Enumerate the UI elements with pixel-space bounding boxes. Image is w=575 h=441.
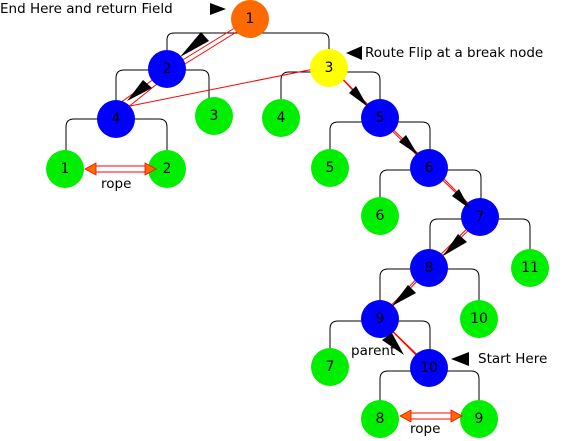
pointer-n8-n9-icon <box>392 285 416 306</box>
tree-node-n8: 8 <box>410 249 448 287</box>
tree-node-n7b: 7 <box>311 348 349 386</box>
node-label: 8 <box>425 260 434 276</box>
node-circle <box>195 97 233 135</box>
node-circle <box>311 348 349 386</box>
node-label: 2 <box>163 161 172 177</box>
node-circle <box>148 50 186 88</box>
pointer-n9-n10-icon <box>382 333 404 355</box>
pointer-n3-n5-icon <box>349 86 368 107</box>
node-circle <box>410 149 448 187</box>
node-label: 6 <box>376 208 385 224</box>
node-label: 6 <box>425 160 434 176</box>
node-label: 7 <box>476 209 485 225</box>
pointer-n1-n2-icon <box>180 32 209 57</box>
node-circle <box>461 198 499 236</box>
tree-node-n4b: 4 <box>262 99 300 137</box>
node-label: 2 <box>163 61 172 77</box>
route-line-to-4 <box>109 65 330 111</box>
tree-node-n5b: 5 <box>311 149 349 187</box>
tree-node-n9: 9 <box>361 300 399 338</box>
tree-node-n11: 11 <box>511 249 549 287</box>
node-label: 8 <box>376 411 385 427</box>
rope-label-bottom: rope <box>410 421 440 437</box>
route-line-ascend <box>329 65 483 368</box>
node-circle <box>460 300 498 338</box>
rope-arrow-bottom <box>399 409 463 423</box>
node-label: 5 <box>326 160 335 176</box>
tree-node-n6: 6 <box>410 149 448 187</box>
tree-node-n5: 5 <box>361 99 399 137</box>
route-line-return-b <box>121 22 252 113</box>
node-label: 4 <box>112 111 121 127</box>
node-label: 1 <box>61 161 70 177</box>
tree-node-n2: 2 <box>148 50 186 88</box>
pointers <box>127 3 470 366</box>
node-label: 3 <box>325 60 334 76</box>
node-circle <box>231 0 269 38</box>
node-circle <box>361 400 399 438</box>
tree-node-n6b: 6 <box>361 197 399 235</box>
tree-node-n10b: 10 <box>460 300 498 338</box>
route-line-descend <box>329 65 481 368</box>
node-label: 9 <box>376 311 385 327</box>
pointer-end-here-icon <box>210 3 226 15</box>
parent-label: parent <box>351 343 395 359</box>
node-circle <box>262 99 300 137</box>
route-flip-label: Route Flip at a break node <box>365 45 543 61</box>
tree-node-n10: 10 <box>410 349 448 387</box>
tree-node-n8b: 8 <box>361 400 399 438</box>
node-circle <box>361 197 399 235</box>
node-circle <box>410 349 448 387</box>
tree-node-n3b: 3 <box>195 97 233 135</box>
node-circle <box>311 149 349 187</box>
tree-node-n3: 3 <box>310 49 348 87</box>
pointer-start-here-icon <box>451 352 469 366</box>
node-label: 3 <box>210 108 219 124</box>
node-circle <box>410 249 448 287</box>
tree-node-n1b: 1 <box>46 150 84 188</box>
pointer-n5-n6-icon <box>399 135 418 155</box>
rope-label-top: rope <box>101 176 131 192</box>
node-circle <box>460 400 498 438</box>
nodes-layer: 1 2 3 4 3 4 5 1 2 5 6 6 7 8 11 9 10 7 10 8 9 <box>46 0 549 438</box>
node-label: 11 <box>521 260 539 276</box>
node-label: 7 <box>326 359 335 375</box>
pointer-n6-n7-icon <box>452 189 470 209</box>
node-circle <box>310 49 348 87</box>
node-label: 1 <box>246 11 255 27</box>
node-label: 10 <box>470 311 488 327</box>
node-circle <box>97 100 135 138</box>
tree-node-n4: 4 <box>97 100 135 138</box>
node-label: 9 <box>475 411 484 427</box>
node-circle <box>46 150 84 188</box>
node-circle <box>148 150 186 188</box>
node-label: 5 <box>376 110 385 126</box>
tree-node-n7: 7 <box>461 198 499 236</box>
node-circle <box>361 300 399 338</box>
node-label: 4 <box>277 110 286 126</box>
end-here-label: End Here and return Field <box>0 1 173 17</box>
pointer-n7-n8-icon <box>443 234 467 256</box>
start-here-label: Start Here <box>478 351 547 367</box>
tree-node-n9b: 9 <box>460 400 498 438</box>
pointer-route-flip-icon <box>346 46 362 60</box>
rope-arrow-top <box>84 162 157 176</box>
pointer-n2-n4-icon <box>127 80 152 101</box>
tree-node-n1: 1 <box>231 0 269 38</box>
node-circle <box>511 249 549 287</box>
tree-node-n2b: 2 <box>148 150 186 188</box>
node-label: 10 <box>420 360 438 376</box>
node-circle <box>361 99 399 137</box>
